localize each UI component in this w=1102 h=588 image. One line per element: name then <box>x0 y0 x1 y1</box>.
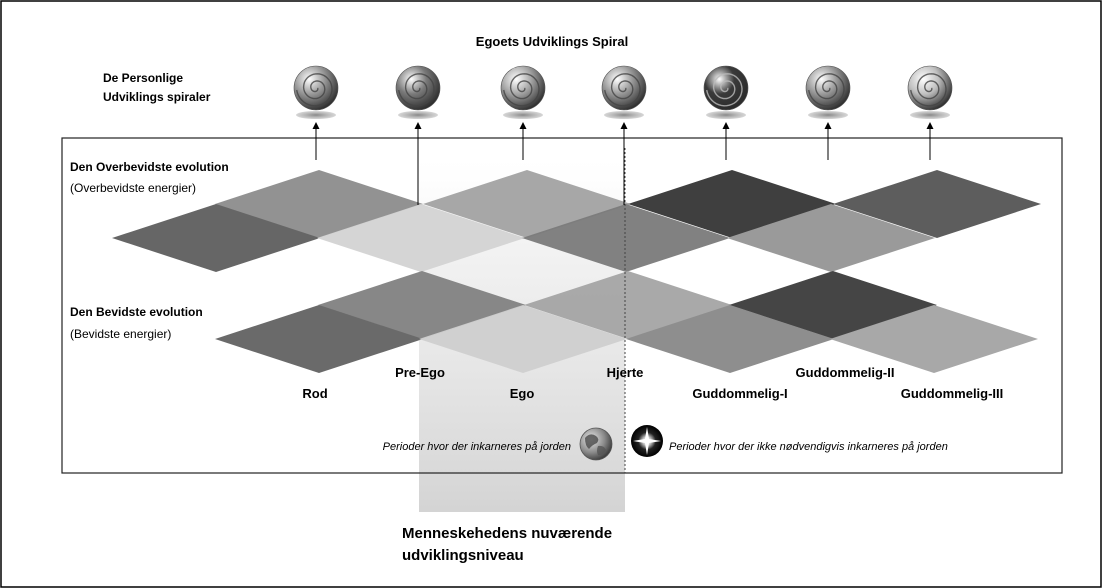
inner-frame <box>61 137 1063 474</box>
diamond-lower-6 <box>626 305 834 373</box>
bright-star-icon <box>631 425 663 457</box>
diamond-lower-7 <box>830 305 1038 373</box>
upper-row-subtitle: (Overbevidste energier) <box>70 181 196 195</box>
spiral-shell-icon <box>703 65 749 119</box>
diamond-upper-5 <box>112 204 320 272</box>
spiral-shell-icon <box>293 65 339 119</box>
diamond-upper-4 <box>833 170 1041 238</box>
upper-row-title: Den Overbevidste evolution <box>70 160 229 174</box>
diamond-lower-4 <box>215 305 423 373</box>
arrow-head <box>926 122 934 129</box>
spiral-row <box>293 65 953 119</box>
diamond-lower-5 <box>419 305 627 373</box>
stage-label-guddommelig-2: Guddommelig-II <box>796 365 895 380</box>
arrow-head <box>519 122 527 129</box>
spiral-shadow <box>910 111 950 119</box>
highlight-caption-line2: udviklingsniveau <box>402 547 524 564</box>
stage-label-pre-ego: Pre-Ego <box>395 365 445 380</box>
spiral-shadow <box>503 111 543 119</box>
spiral-shell-icon <box>907 65 953 119</box>
spiral-shell-icon <box>601 65 647 119</box>
arrow-head <box>620 122 628 129</box>
stage-label-guddommelig-1: Guddommelig-I <box>692 386 787 401</box>
diagram-title: Egoets Udviklings Spiral <box>476 34 628 49</box>
lower-band-diamonds <box>215 271 1038 373</box>
spiral-shell-icon <box>500 65 546 119</box>
spirals-label-line1: De Personlige <box>103 71 183 85</box>
arrow-head <box>722 122 730 129</box>
spiral-shadow <box>296 111 336 119</box>
legend-star-text: Perioder hvor der ikke nødvendigvis inka… <box>669 441 948 453</box>
lower-row-title: Den Bevidste evolution <box>70 305 203 319</box>
spiral-arrows <box>312 122 934 205</box>
spiral-shadow <box>604 111 644 119</box>
earth-globe-icon <box>579 427 613 461</box>
stage-label-guddommelig-3: Guddommelig-III <box>901 386 1004 401</box>
spiral-shadow <box>398 111 438 119</box>
upper-band-diamonds <box>112 170 1041 272</box>
stage-label-hjerte: Hjerte <box>607 365 644 380</box>
spiral-shadow <box>706 111 746 119</box>
spiral-shell-icon <box>805 65 851 119</box>
arrow-head <box>414 122 422 129</box>
arrow-head <box>824 122 832 129</box>
arrow-head <box>312 122 320 129</box>
legend-earth-text: Perioder hvor der inkarneres på jorden <box>383 441 571 453</box>
stage-label-rod: Rod <box>302 386 327 401</box>
lower-row-subtitle: (Bevidste energier) <box>70 327 171 341</box>
diamond-upper-8 <box>727 204 935 272</box>
highlight-caption-line1: Menneskehedens nuværende <box>402 525 612 542</box>
diamond-upper-7 <box>522 204 730 272</box>
diamond-upper-6 <box>317 204 525 272</box>
spiral-shadow <box>808 111 848 119</box>
spirals-label-line2: Udviklings spiraler <box>103 90 211 104</box>
stage-label-ego: Ego <box>510 386 535 401</box>
spiral-shell-icon <box>395 65 441 119</box>
